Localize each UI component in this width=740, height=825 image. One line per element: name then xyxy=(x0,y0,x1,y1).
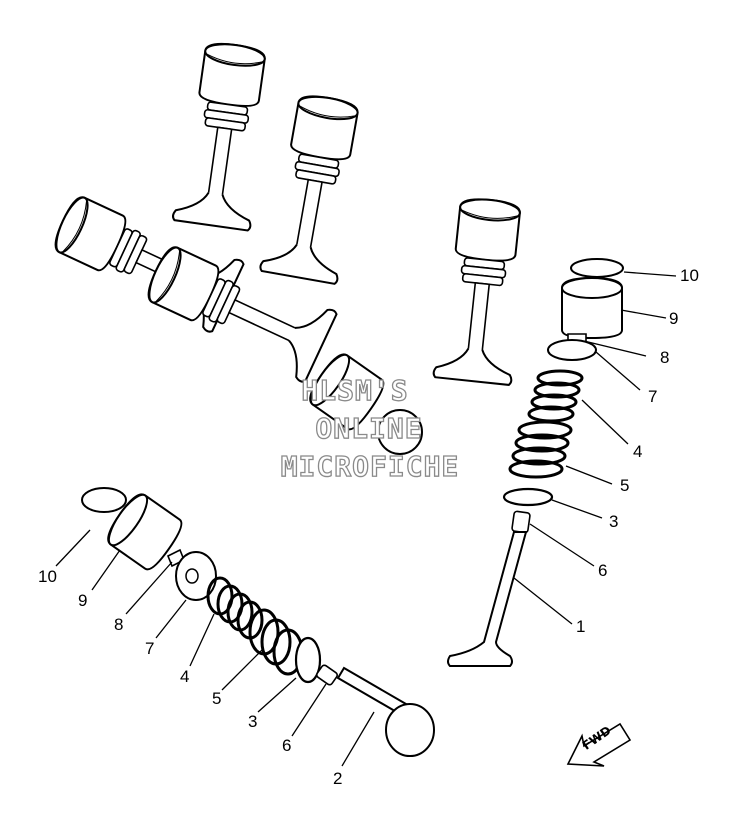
callout-left-7: 7 xyxy=(145,639,155,658)
watermark-line-2: ONLINE xyxy=(315,411,423,445)
right-stem-seal xyxy=(511,510,531,534)
callout-left-6: 6 xyxy=(282,736,292,755)
callout-left-3: 3 xyxy=(248,712,258,731)
right-spring-seat xyxy=(502,487,554,507)
callout-right-5: 5 xyxy=(620,476,630,495)
callout-left-2: 2 xyxy=(333,769,343,788)
callout-left-9: 9 xyxy=(78,591,88,610)
left-shim xyxy=(81,487,127,513)
callout-right-8: 8 xyxy=(660,348,670,367)
callout-right-10: 10 xyxy=(680,266,699,285)
left-exploded-assembly xyxy=(81,487,435,757)
callout-left-8: 8 xyxy=(114,615,124,634)
left-valve-head xyxy=(385,703,435,757)
callout-left-5: 5 xyxy=(212,689,222,708)
valve-mid-1 xyxy=(432,194,531,387)
right-exploded-assembly xyxy=(447,258,624,667)
valve-top-2 xyxy=(258,90,370,286)
left-valve xyxy=(336,666,408,716)
callout-right-9: 9 xyxy=(669,309,679,328)
valve-top-1 xyxy=(171,38,277,232)
callout-right-6: 6 xyxy=(598,561,608,580)
left-stem-seal xyxy=(315,664,339,686)
right-inner-spring xyxy=(508,420,573,479)
watermark-line-3: MICROFICHE xyxy=(280,449,460,483)
right-valve xyxy=(447,531,528,667)
callout-right-7: 7 xyxy=(648,387,658,406)
left-outer-spring xyxy=(206,576,264,640)
callout-right-1: 1 xyxy=(576,617,586,636)
right-outer-spring xyxy=(527,369,584,423)
left-spring-seat xyxy=(294,636,322,684)
callout-left-4: 4 xyxy=(180,667,190,686)
forward-arrow-icon xyxy=(566,722,632,767)
watermark-line-1: HLSM'S xyxy=(301,373,409,407)
callout-left-10: 10 xyxy=(38,567,57,586)
callout-right-4: 4 xyxy=(633,442,643,461)
left-inner-spring xyxy=(248,608,304,676)
right-lifter xyxy=(561,277,623,339)
valve-center-head xyxy=(377,409,423,455)
right-leader-lines xyxy=(513,271,677,625)
left-leader-lines xyxy=(55,529,375,767)
right-retainer xyxy=(547,339,597,361)
callout-right-3: 3 xyxy=(609,512,619,531)
right-shim xyxy=(570,258,624,278)
